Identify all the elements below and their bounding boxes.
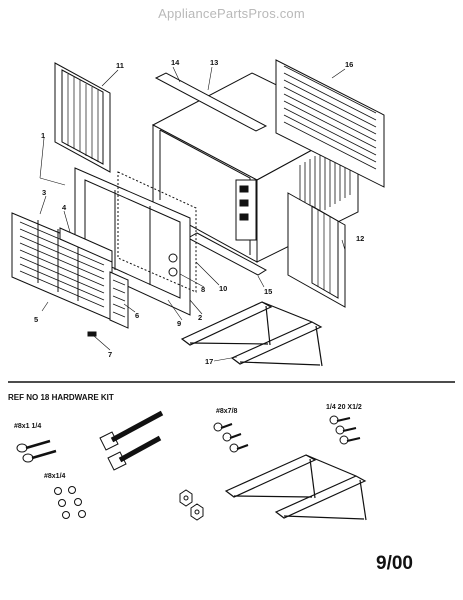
date-code: 9/00: [376, 553, 413, 574]
callout-8: 8: [201, 285, 205, 294]
hardware-kit-artwork: #8x1 1/4 #8x7/8 1/4 20 X1/2 #8x1/4: [14, 404, 362, 480]
kit-label-2: #8x7/8: [216, 408, 238, 415]
callout-15: 15: [264, 287, 272, 296]
support-bracket: [180, 301, 323, 367]
callout-11: 11: [116, 61, 124, 70]
kit-label-3: 1/4 20 X1/2: [326, 404, 362, 411]
callout-17: 17: [205, 357, 213, 366]
top-rail: [154, 72, 268, 132]
callout-13: 13: [210, 58, 218, 67]
right-curtain: [287, 192, 346, 308]
callout-5: 5: [34, 315, 38, 324]
callout-6: 6: [135, 311, 139, 320]
callout-16: 16: [345, 60, 353, 69]
callout-1: 1: [41, 131, 45, 140]
rear-grille: [275, 59, 385, 188]
callout-14: 14: [171, 58, 180, 67]
callout-2: 2: [198, 313, 202, 322]
clip-part: [87, 331, 97, 337]
callout-labels: 1 2 3 4 5 6 7 8 9 10 11 12 13 14 15 16 1…: [34, 58, 364, 366]
kit-label-1: #8x1 1/4: [14, 423, 41, 430]
front-panel: [74, 167, 197, 316]
callout-9: 9: [177, 319, 181, 328]
hardware-kit-title: REF NO 18 HARDWARE KIT: [8, 393, 114, 402]
kit-label-4: #8x1/4: [44, 473, 66, 480]
callout-4: 4: [62, 203, 67, 212]
air-filter: [59, 227, 113, 263]
callout-leaders: [39, 66, 346, 362]
hardware-screws: [16, 410, 361, 521]
callout-3: 3: [42, 188, 46, 197]
callout-7: 7: [108, 350, 112, 359]
bottom-rail: [186, 232, 267, 276]
callout-12: 12: [356, 234, 364, 243]
left-curtain: [54, 62, 111, 173]
callout-10: 10: [219, 284, 227, 293]
control-door: [109, 271, 129, 329]
watermark: AppliancePartsPros.com: [158, 6, 305, 21]
kit-bracket: [224, 454, 367, 521]
